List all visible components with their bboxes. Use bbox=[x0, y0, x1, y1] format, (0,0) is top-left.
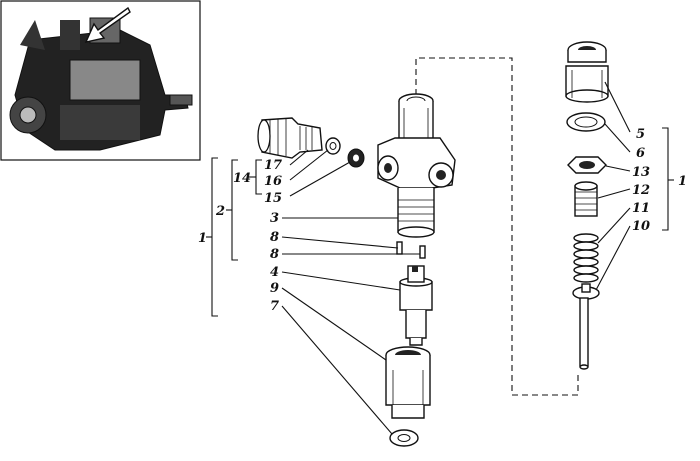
callout-16: 16 bbox=[264, 174, 282, 189]
injector-body bbox=[377, 93, 456, 238]
callout-5: 5 bbox=[636, 127, 645, 142]
lock-nut bbox=[567, 156, 607, 174]
callout-3: 3 bbox=[270, 211, 279, 226]
spring bbox=[573, 233, 599, 283]
callout-14: 14 bbox=[233, 171, 251, 186]
cap-nut bbox=[565, 41, 609, 103]
callout-7: 7 bbox=[270, 299, 279, 314]
adjusting-screw bbox=[574, 181, 598, 217]
callout-1-left: 1 bbox=[198, 231, 207, 246]
callout-labels: 17 16 15 14 3 8 8 4 9 7 2 1 5 6 13 12 11… bbox=[198, 127, 687, 314]
callout-15: 15 bbox=[264, 191, 282, 206]
callout-11: 11 bbox=[632, 201, 650, 216]
callout-10: 10 bbox=[632, 219, 650, 234]
callout-1-right: 1 bbox=[678, 174, 687, 189]
dowel-pin-2 bbox=[419, 245, 426, 259]
callout-12: 12 bbox=[632, 183, 650, 198]
push-rod bbox=[572, 283, 600, 370]
fitting-bolt bbox=[257, 117, 323, 159]
assembly-dashed-line bbox=[415, 57, 579, 396]
engine-inset bbox=[0, 0, 201, 161]
nozzle-nut bbox=[385, 346, 431, 419]
callout-6: 6 bbox=[636, 146, 645, 161]
left-brackets bbox=[206, 157, 262, 317]
callout-9: 9 bbox=[270, 281, 279, 296]
callout-8-lower: 8 bbox=[270, 247, 279, 262]
right-bracket bbox=[662, 127, 674, 231]
callout-13: 13 bbox=[632, 165, 650, 180]
callout-2: 2 bbox=[215, 204, 225, 219]
callout-17: 17 bbox=[264, 158, 282, 173]
callout-8-upper: 8 bbox=[270, 230, 279, 245]
callout-4: 4 bbox=[270, 265, 279, 280]
leader-lines bbox=[281, 81, 631, 435]
nozzle bbox=[399, 265, 433, 346]
